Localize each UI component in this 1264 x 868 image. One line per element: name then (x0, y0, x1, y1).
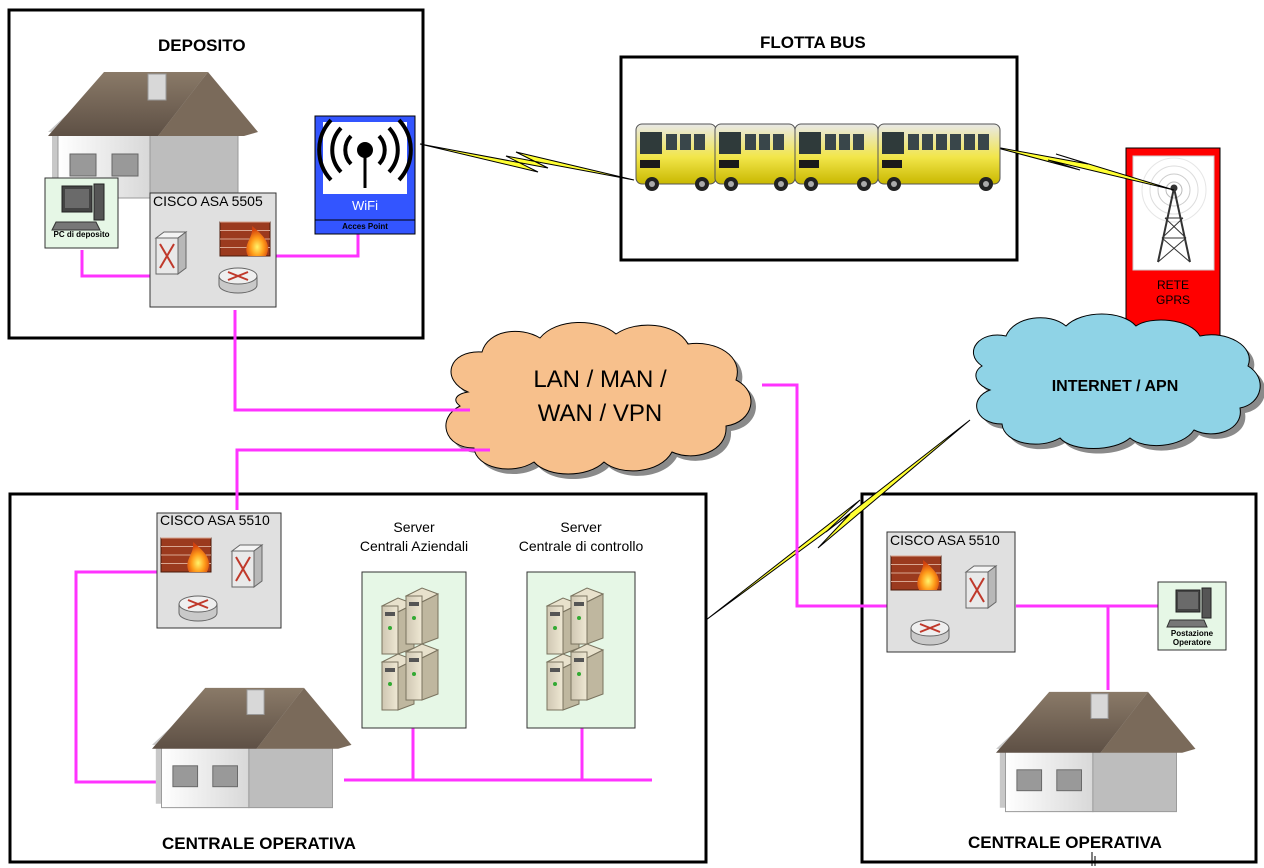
postazione-label-line2: Operatore (1172, 638, 1212, 647)
postazione-label-line1: Postazione (1170, 629, 1214, 638)
server-icon (569, 587, 605, 645)
wifi-icon (317, 118, 413, 188)
switch-icon (154, 231, 188, 275)
antenna-tower-icon (1141, 157, 1207, 263)
bus-icon (635, 123, 717, 191)
gprs-label-line1: RETE (1156, 278, 1189, 292)
server-controllo-label-line1: Server (560, 519, 602, 535)
router-icon (218, 267, 258, 294)
lan-cloud (445, 322, 756, 479)
server-icon (569, 643, 605, 701)
network-links (74, 234, 1160, 784)
wireless-link-wifi-bus (419, 143, 635, 181)
asa-5510-left-label: CISCO ASA 5510 (160, 512, 270, 528)
router-icon (178, 595, 218, 622)
centrale-left-title: CENTRALE OPERATIVA (162, 834, 356, 853)
asa-5505-label: CISCO ASA 5505 (153, 193, 263, 209)
firewall-icon (160, 537, 212, 573)
switch-icon (964, 565, 998, 609)
computer-icon (1166, 587, 1212, 628)
server-aziendali-label-line2: Centrali Aziendali (359, 538, 469, 554)
deposito-title: DEPOSITO (158, 36, 246, 55)
switch-icon (230, 544, 264, 588)
pc-deposito-label: PC di deposito (53, 230, 110, 239)
firewall-icon (890, 555, 942, 591)
firewall-icon (219, 221, 271, 257)
asa-5510-right-label: CISCO ASA 5510 (890, 532, 1000, 548)
server-icon (404, 643, 440, 701)
house-icon (152, 687, 352, 809)
router-icon (910, 619, 950, 646)
server-aziendali-label-line1: Server (393, 519, 435, 535)
server-icon (404, 587, 440, 645)
wireless-link-internet-centrale (705, 419, 971, 621)
bus-icon (877, 123, 1001, 191)
house-icon (996, 691, 1196, 813)
centrale-right-title: CENTRALE OPERATIVA (968, 833, 1162, 852)
wireless-link-bus-gprs (989, 145, 1175, 191)
bus-icon (794, 123, 879, 191)
lan-cloud-label-line2: WAN / VPN (537, 400, 663, 427)
gprs-label-line2: GPRS (1155, 293, 1190, 307)
lan-cloud-label-line1: LAN / MAN / (533, 366, 667, 393)
bus-icon (714, 123, 796, 191)
internet-cloud-label: INTERNET / APN (1051, 378, 1179, 395)
internet-cloud (973, 313, 1264, 454)
computer-icon (51, 183, 105, 231)
wifi-sublabel: Acces Point (342, 222, 388, 231)
wifi-label: WiFi (352, 198, 378, 213)
flotta-title: FLOTTA BUS (760, 33, 866, 52)
server-controllo-label-line2: Centrale di controllo (518, 538, 644, 554)
